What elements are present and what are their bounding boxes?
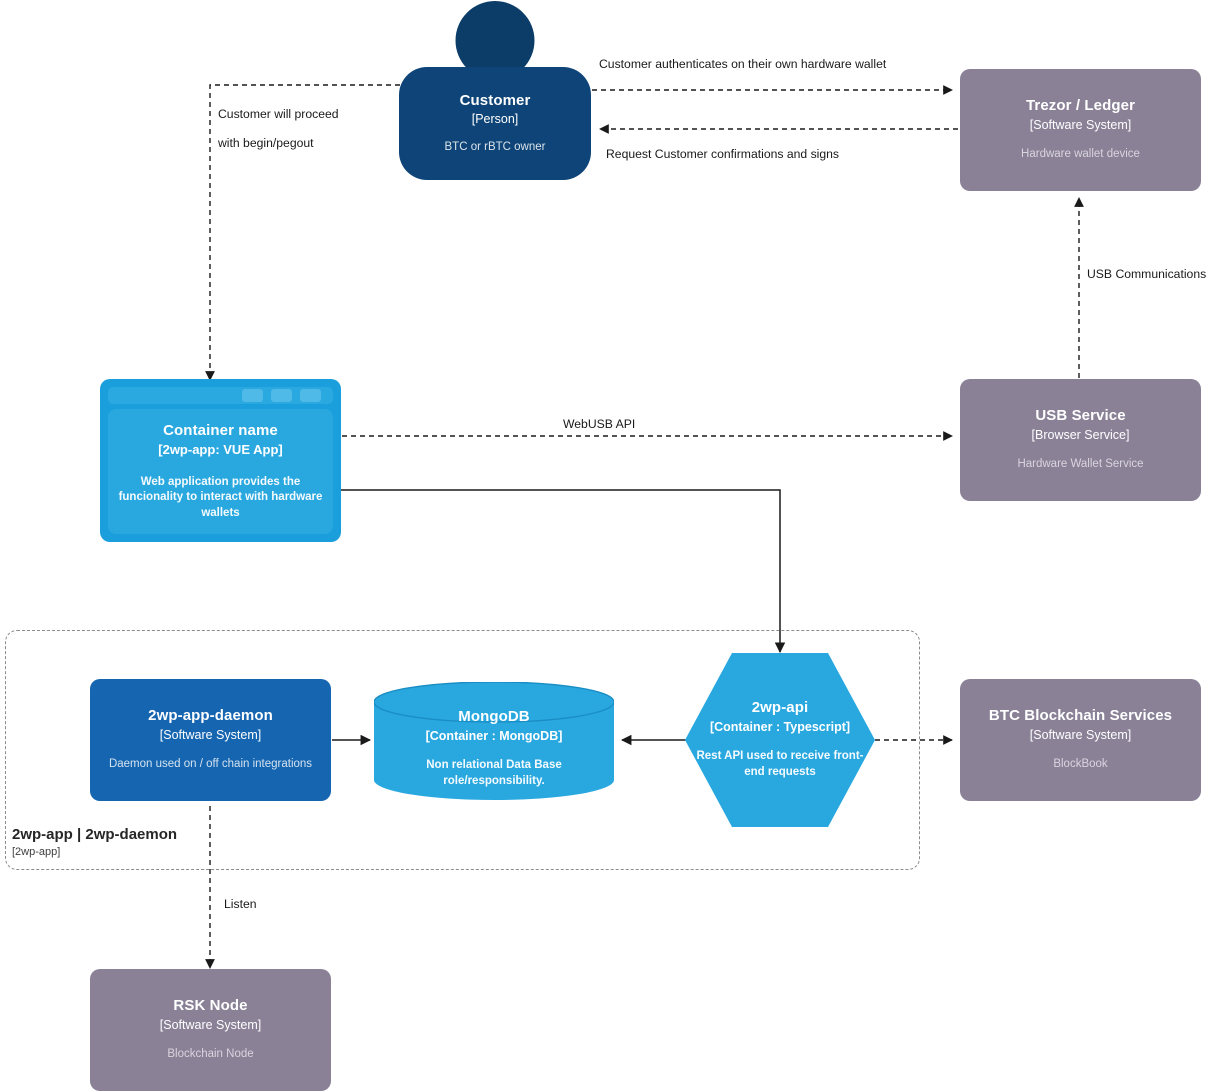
customer-title: Customer (459, 91, 531, 109)
usb-service-type: [Browser Service] (1031, 427, 1130, 442)
node-mongodb[interactable]: MongoDB [Container : MongoDB] Non relati… (374, 682, 614, 800)
browser-button-close[interactable] (300, 389, 321, 402)
trezor-ledger-description: Hardware wallet device (1021, 148, 1140, 161)
node-2wp-api[interactable]: 2wp-api [Container : Typescript] Rest AP… (685, 653, 875, 827)
edge-customer-to-vue-app (205, 84, 400, 381)
boundary-title: 2wp-app | 2wp-daemon (12, 826, 178, 843)
mongodb-content: MongoDB [Container : MongoDB] Non relati… (374, 682, 614, 800)
customer-type: [Person] (471, 112, 519, 127)
btc-services-description: BlockBook (1053, 758, 1108, 771)
node-2wp-app-daemon[interactable]: 2wp-app-daemon [Software System] Daemon … (90, 679, 331, 801)
daemon-type: [Software System] (159, 727, 262, 742)
api-title: 2wp-api (751, 699, 809, 717)
boundary-label: 2wp-app | 2wp-daemon [2wp-app] (12, 826, 292, 858)
browser-title-bar (108, 387, 333, 404)
node-rsk-node[interactable]: RSK Node [Software System] Blockchain No… (90, 969, 331, 1091)
vue-app-title: Container name (163, 421, 278, 439)
hexagon-shape (685, 653, 875, 827)
person-head-icon (455, 1, 535, 80)
edge-label-listen: Listen (224, 897, 257, 911)
node-btc-blockchain-services[interactable]: BTC Blockchain Services [Software System… (960, 679, 1201, 801)
node-usb-service[interactable]: USB Service [Browser Service] Hardware W… (960, 379, 1201, 501)
edge-label-customer-proceed-line1: Customer will proceed (218, 107, 339, 121)
vue-app-type: [2wp-app: VUE App] (158, 441, 283, 457)
trezor-ledger-title: Trezor / Ledger (1025, 97, 1136, 115)
node-customer[interactable]: Customer [Person] BTC or rBTC owner (399, 1, 591, 180)
btc-services-title: BTC Blockchain Services (988, 707, 1173, 725)
person-body: Customer [Person] BTC or rBTC owner (399, 67, 591, 180)
node-vue-app[interactable]: Container name [2wp-app: VUE App] Web ap… (100, 379, 341, 542)
boundary-2wp-app (5, 630, 920, 870)
edge-vue-app-to-api (341, 489, 786, 654)
edge-label-customer-to-trezor: Customer authenticates on their own hard… (599, 57, 887, 71)
rsk-node-title: RSK Node (173, 997, 248, 1015)
rsk-node-description: Blockchain Node (167, 1048, 254, 1061)
api-content: 2wp-api [Container : Typescript] Rest AP… (685, 653, 875, 827)
browser-button-maximize[interactable] (271, 389, 292, 402)
usb-service-description: Hardware Wallet Service (1017, 458, 1144, 471)
customer-description: BTC or rBTC owner (444, 140, 546, 153)
rsk-node-type: [Software System] (159, 1017, 262, 1032)
mongodb-title: MongoDB (458, 708, 530, 726)
edge-label-trezor-to-customer: Request Customer confirmations and signs (606, 147, 840, 161)
browser-content: Container name [2wp-app: VUE App] Web ap… (108, 409, 333, 534)
edge-label-usb-communications: USB Communications (1087, 267, 1207, 281)
trezor-ledger-type: [Software System] (1029, 117, 1132, 132)
api-type: [Container : Typescript] (709, 720, 851, 735)
edge-label-webusb-api: WebUSB API (563, 417, 636, 431)
mongodb-description: Non relational Data Base role/responsibi… (426, 759, 562, 787)
btc-services-type: [Software System] (1029, 727, 1132, 742)
boundary-type: [2wp-app] (12, 846, 61, 858)
vue-app-description: Web application provides the funcionalit… (118, 475, 323, 519)
cylinder-shape (374, 682, 614, 800)
usb-service-title: USB Service (1035, 407, 1126, 425)
daemon-title: 2wp-app-daemon (148, 707, 273, 725)
browser-button-minimize[interactable] (242, 389, 263, 402)
daemon-description: Daemon used on / off chain integrations (108, 758, 313, 771)
node-trezor-ledger[interactable]: Trezor / Ledger [Software System] Hardwa… (960, 69, 1201, 191)
mongodb-type: [Container : MongoDB] (425, 729, 563, 744)
api-description: Rest API used to receive front-end reque… (696, 750, 864, 778)
edge-label-customer-proceed-line2: with begin/pegout (218, 136, 314, 150)
